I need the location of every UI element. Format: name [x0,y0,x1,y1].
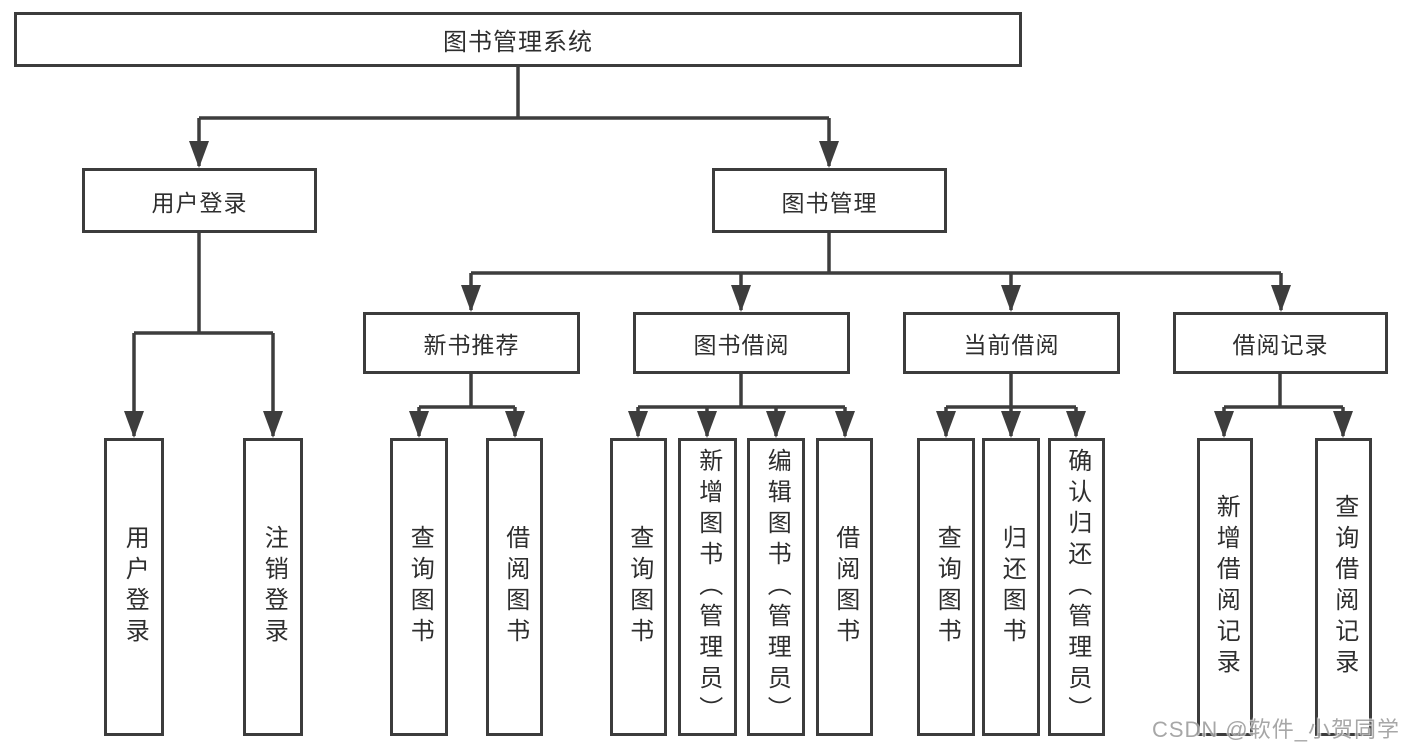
leaf-records-add: 新增借阅记录 [1197,438,1253,736]
node-root: 图书管理系统 [14,12,1022,67]
node-current-borrow: 当前借阅 [903,312,1120,374]
node-new-book-recommend: 新书推荐 [363,312,580,374]
leaf-borrow-query: 查询图书 [610,438,667,736]
arrowheads [124,141,1353,438]
leaf-current-return: 归还图书 [982,438,1040,736]
leaf-current-confirm-admin: 确认归还（管理员） [1048,438,1105,736]
watermark-text: CSDN @软件_小贺同学 [1151,717,1400,742]
leaf-current-query: 查询图书 [917,438,975,736]
leaf-logout: 注销登录 [243,438,303,736]
leaf-borrow-borrow: 借阅图书 [816,438,873,736]
node-book-borrow: 图书借阅 [633,312,850,374]
node-borrow-records: 借阅记录 [1173,312,1388,374]
node-book-management: 图书管理 [712,168,947,233]
leaf-borrow-add-admin: 新增图书（管理员） [678,438,737,736]
leaf-records-query: 查询借阅记录 [1315,438,1372,736]
node-user-login: 用户登录 [82,168,317,233]
leaf-newbook-query: 查询图书 [390,438,448,736]
leaf-newbook-borrow: 借阅图书 [486,438,543,736]
leaf-borrow-edit-admin: 编辑图书（管理员） [747,438,805,736]
leaf-user-login: 用户登录 [104,438,164,736]
